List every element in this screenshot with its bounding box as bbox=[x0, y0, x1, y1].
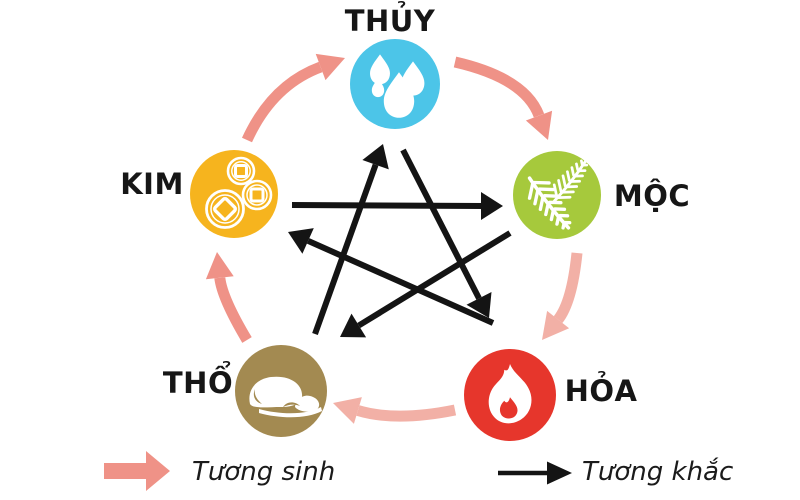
sinh-arrow-tho-kim bbox=[205, 252, 252, 343]
tho-label: THỔ bbox=[162, 366, 234, 400]
water-drops-icon bbox=[370, 54, 425, 118]
sinh-arrow-moc-hoa bbox=[542, 252, 583, 340]
khac-arrow-thuy-hoa bbox=[400, 148, 492, 318]
sinh-arrow-hoa-tho bbox=[333, 397, 457, 424]
earth-mound-icon bbox=[249, 376, 322, 418]
tho-node bbox=[235, 345, 327, 437]
flame-icon bbox=[488, 363, 532, 424]
khac-arrow-hoa-kim bbox=[288, 228, 495, 326]
tuong-sinh-label: Tương sinh bbox=[192, 457, 336, 487]
khac-arrow-tho-thuy bbox=[312, 144, 389, 336]
moc-label: MỘC bbox=[613, 179, 691, 213]
hoa-node bbox=[464, 349, 556, 441]
khac-arrow-kim-moc bbox=[291, 192, 503, 220]
tuong-khac-arrow-icon bbox=[498, 461, 572, 485]
kim-label: KIM bbox=[120, 167, 184, 201]
kim-node bbox=[190, 150, 278, 238]
thuy-label: THỦY bbox=[344, 4, 436, 38]
coins-icon bbox=[205, 156, 273, 229]
fern-leaves-icon bbox=[527, 159, 589, 230]
tuong-sinh-arrow-icon bbox=[104, 451, 170, 491]
tuong-khac-label: Tương khắc bbox=[582, 457, 734, 487]
hoa-label: HỎA bbox=[564, 374, 638, 408]
sinh-arrow-kim-thuy bbox=[241, 53, 345, 143]
khac-arrow-moc-tho bbox=[340, 230, 512, 338]
thuy-node bbox=[350, 39, 440, 129]
sinh-arrow-thuy-moc bbox=[453, 56, 553, 140]
moc-node bbox=[513, 151, 601, 239]
